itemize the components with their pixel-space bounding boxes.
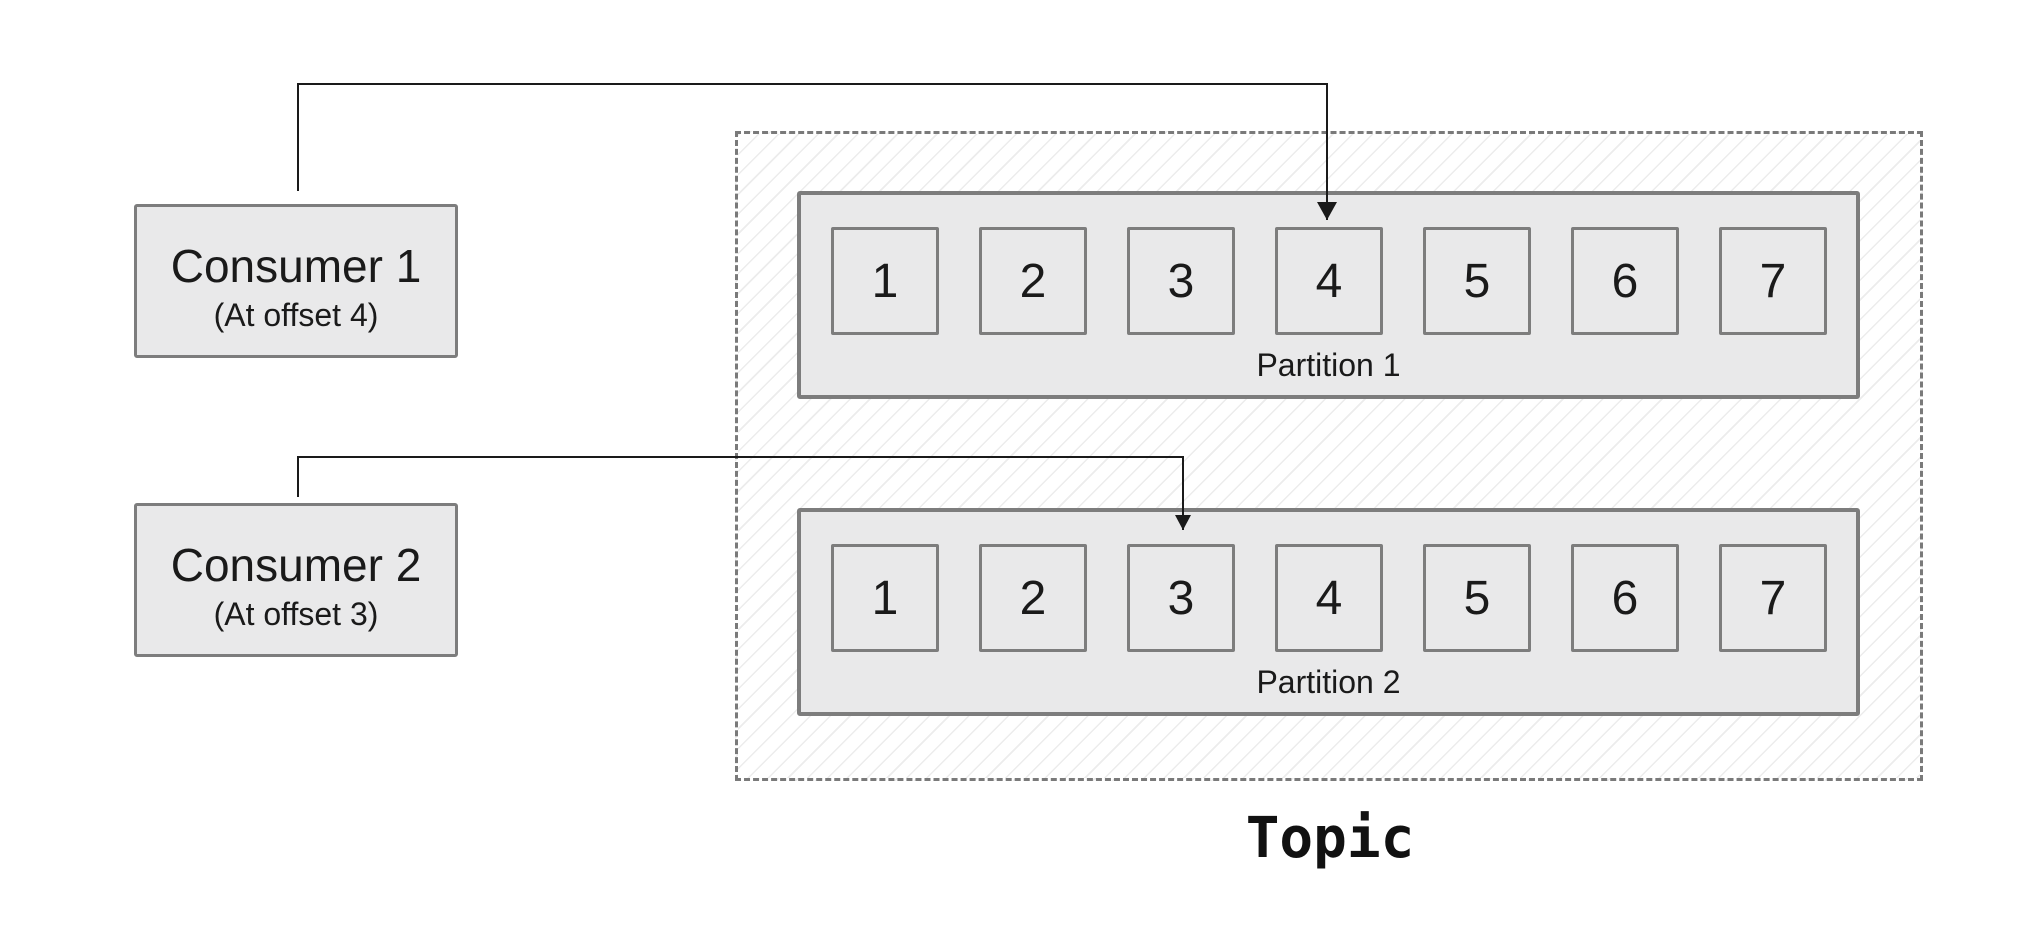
partition-2-offset-cell: 6 bbox=[1571, 544, 1679, 652]
partition-2-offset-cell: 7 bbox=[1719, 544, 1827, 652]
consumer-1-box: Consumer 1 (At offset 4) bbox=[134, 204, 458, 358]
consumer-2-name: Consumer 2 bbox=[170, 539, 422, 591]
partition-2-offset-cell: 4 bbox=[1275, 544, 1383, 652]
partition-2-offset-cell: 5 bbox=[1423, 544, 1531, 652]
partition-2-offset-cell: 2 bbox=[979, 544, 1087, 652]
partition-1-offset-cell: 6 bbox=[1571, 227, 1679, 335]
consumer-1-offset: (At offset 4) bbox=[213, 297, 379, 333]
consumer-2-offset: (At offset 3) bbox=[213, 596, 379, 632]
partition-2-label: Partition 2 bbox=[1256, 664, 1401, 700]
consumer-2-box: Consumer 2 (At offset 3) bbox=[134, 503, 458, 657]
consumer-1-name: Consumer 1 bbox=[170, 240, 422, 292]
partition-2-offset-cell: 3 bbox=[1127, 544, 1235, 652]
partition-1-offset-cell: 4 bbox=[1275, 227, 1383, 335]
partition-2-offset-cell: 1 bbox=[831, 544, 939, 652]
partition-2: 1 2 3 4 5 6 7 Partition 2 bbox=[797, 508, 1860, 716]
partition-1-offset-cell: 7 bbox=[1719, 227, 1827, 335]
partition-1-offset-cell: 2 bbox=[979, 227, 1087, 335]
partition-1-offset-cell: 5 bbox=[1423, 227, 1531, 335]
partition-1-offset-cell: 1 bbox=[831, 227, 939, 335]
partition-1: 1 2 3 4 5 6 7 Partition 1 bbox=[797, 191, 1860, 399]
topic-label: Topic bbox=[1245, 806, 1415, 871]
partition-1-offset-cell: 3 bbox=[1127, 227, 1235, 335]
partition-1-label: Partition 1 bbox=[1256, 347, 1401, 383]
